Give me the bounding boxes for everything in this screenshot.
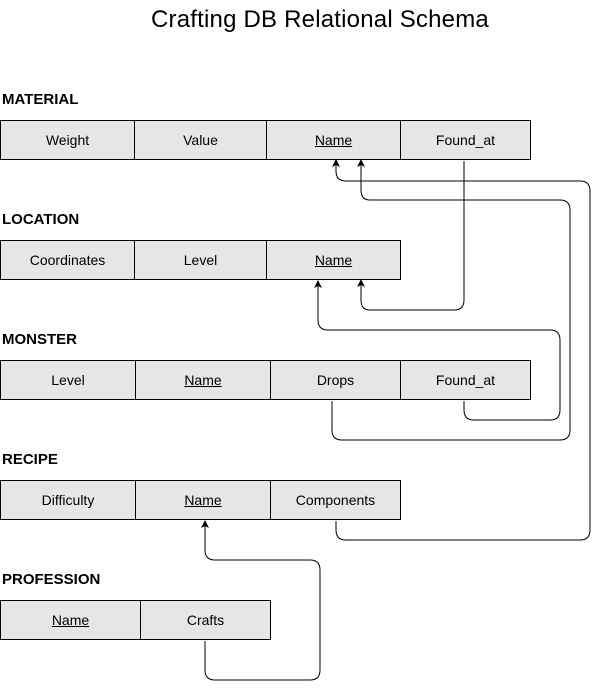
recipe-components-column: Components [270, 480, 401, 520]
profession-name-column: Name [0, 600, 141, 640]
table-monster-title: MONSTER [2, 331, 77, 348]
monster-found-at-column: Found_at [400, 360, 531, 400]
recipe-difficulty-column: Difficulty [0, 480, 136, 520]
location-name-column: Name [266, 240, 401, 280]
monster-level-column: Level [0, 360, 136, 400]
table-material-title: MATERIAL [2, 91, 79, 108]
table-profession-title: PROFESSION [2, 571, 101, 588]
material-value-column: Value [134, 120, 267, 160]
material-found-at-column: Found_at [400, 120, 531, 160]
diagram-title: Crafting DB Relational Schema [151, 6, 489, 33]
table-location-title: LOCATION [2, 211, 80, 228]
material-name-column: Name [266, 120, 401, 160]
location-coordinates-column: Coordinates [0, 240, 135, 280]
profession-crafts-column: Crafts [140, 600, 271, 640]
recipe-name-column: Name [135, 480, 271, 520]
table-recipe-title: RECIPE [2, 451, 58, 468]
monster-drops-column: Drops [270, 360, 401, 400]
monster-name-column: Name [135, 360, 271, 400]
material-weight-column: Weight [0, 120, 135, 160]
location-level-column: Level [134, 240, 267, 280]
material-found-at-to-location-name-connector [357, 161, 465, 311]
